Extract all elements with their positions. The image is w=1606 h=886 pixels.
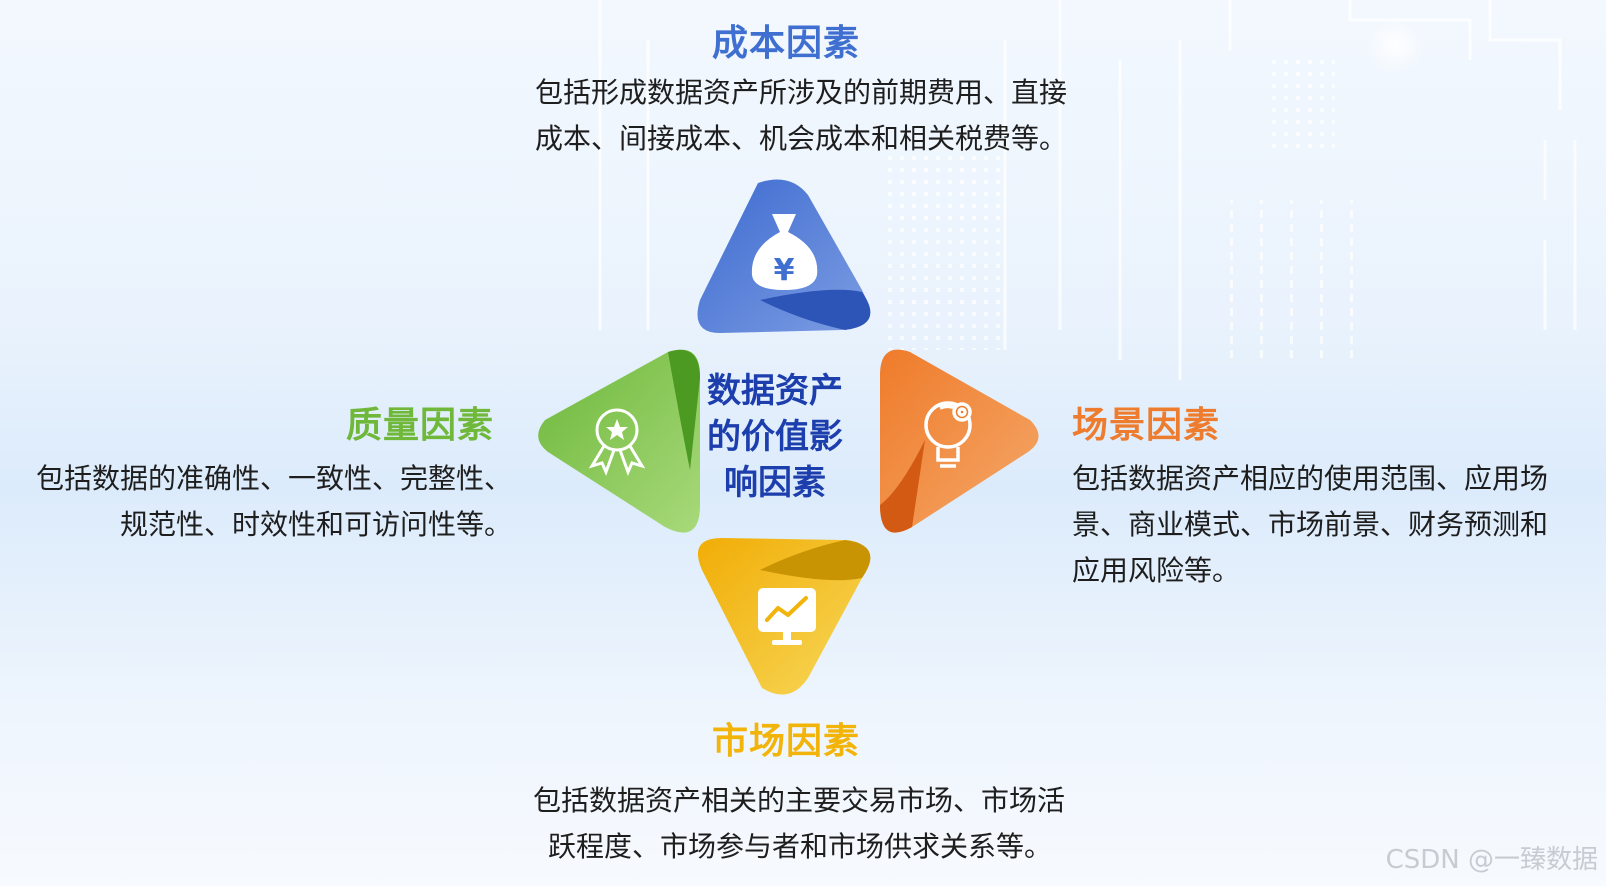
market-factor-title: 市场因素 [712, 721, 861, 762]
center-title: 数据资产 的价值影 响因素 [695, 368, 855, 506]
center-title-line: 响因素 [724, 463, 826, 503]
description-line: 景、商业模式、市场前景、财务预测和 [1072, 508, 1549, 541]
description-line: 包括形成数据资产所涉及的前期费用、直接 [535, 76, 1068, 109]
description-line: 包括数据资产相关的主要交易市场、市场活 [533, 784, 1066, 817]
cost-factor-title: 成本因素 [712, 23, 861, 64]
scenario-factor-description: 包括数据资产相应的使用范围、应用场 景、商业模式、市场前景、财务预测和 应用风险… [1072, 456, 1548, 594]
cost-factor-description: 包括形成数据资产所涉及的前期费用、直接 成本、间接成本、机会成本和相关税费等。 [535, 70, 1067, 162]
quality-factor-title: 质量因素 [346, 405, 495, 446]
description-line: 包括数据的准确性、一致性、完整性、 [35, 462, 512, 495]
description-line: 规范性、时效性和可访问性等。 [119, 508, 512, 541]
quality-factor-description: 包括数据的准确性、一致性、完整性、 规范性、时效性和可访问性等。 [12, 456, 512, 548]
scenario-triangle [880, 349, 1039, 533]
center-title-line: 数据资产 [707, 371, 843, 411]
market-factor-description: 包括数据资产相关的主要交易市场、市场活 跃程度、市场参与者和市场供求关系等。 [533, 778, 1065, 870]
description-line: 跃程度、市场参与者和市场供求关系等。 [548, 830, 1053, 863]
center-title-line: 的价值影 [707, 417, 843, 457]
award-ribbon-icon [588, 408, 646, 477]
description-line: 成本、间接成本、机会成本和相关税费等。 [535, 122, 1068, 155]
description-line: 应用风险等。 [1072, 554, 1241, 587]
scenario-factor-title: 场景因素 [1072, 405, 1221, 446]
chart-monitor-icon [758, 588, 816, 645]
quality-triangle [538, 349, 700, 533]
money-bag-yuan-icon: ¥ [751, 214, 818, 290]
svg-text:¥: ¥ [774, 253, 795, 288]
description-line: 包括数据资产相应的使用范围、应用场 [1072, 462, 1549, 495]
lightbulb-gear-icon [924, 401, 972, 468]
watermark: CSDN @一臻数据 [1385, 845, 1598, 875]
